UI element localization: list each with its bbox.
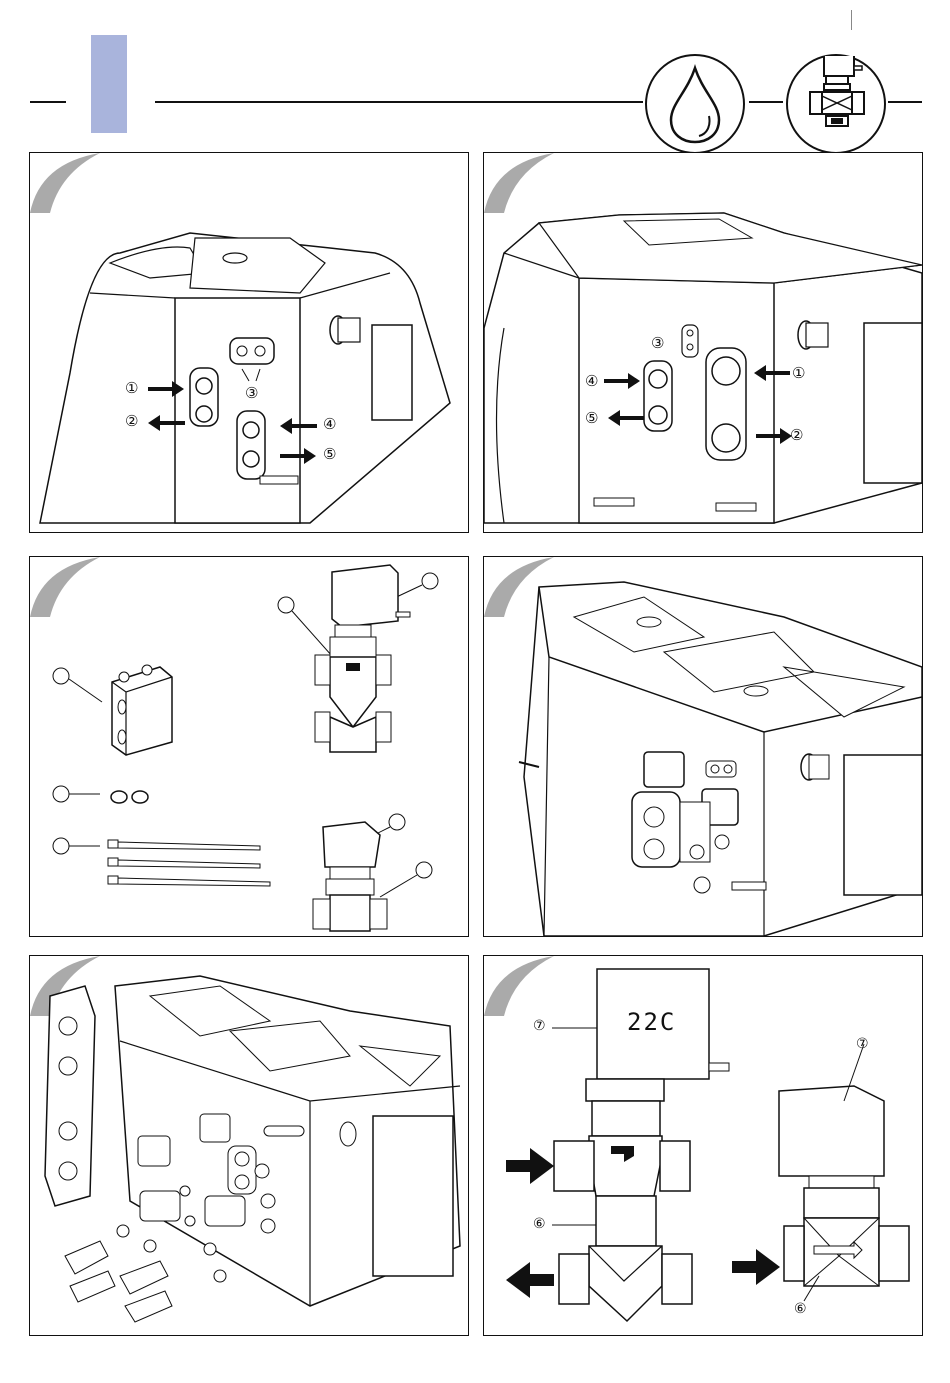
callout-6-left: ⑥ <box>533 1216 546 1232</box>
callout-5: ⑤ <box>585 409 598 427</box>
panel-valve-detail: ⑦ ⑥ ⑦ ⑥ 22C <box>483 955 923 1336</box>
diagram-connections-single <box>30 153 468 532</box>
header-rule-main <box>155 101 643 103</box>
diagram-valve-installed <box>484 557 922 936</box>
callout-1: ① <box>125 379 138 397</box>
header-rule-mid <box>749 101 783 103</box>
callout-2: ② <box>790 426 803 444</box>
callout-3: ③ <box>245 384 258 402</box>
header-rule-right <box>888 101 922 103</box>
callout-7-left: ⑦ <box>533 1018 546 1034</box>
water-drop-icon <box>645 54 745 154</box>
callout-4: ④ <box>585 372 598 390</box>
diagram-valve-detail <box>484 956 922 1335</box>
header-rule-left <box>30 101 66 103</box>
callout-4: ④ <box>323 415 336 433</box>
mixing-valve-icon <box>786 54 886 154</box>
callout-1: ① <box>792 364 805 382</box>
callout-3: ③ <box>651 334 664 352</box>
panel-valve-installed <box>483 556 923 937</box>
panel-kit-contents <box>29 556 469 937</box>
callout-5: ⑤ <box>323 445 336 463</box>
diagram-exploded-view <box>30 956 468 1335</box>
callout-2: ② <box>125 412 138 430</box>
panel-connections-single: ① ② ③ ④ ⑤ <box>29 152 469 533</box>
panel-connections-double: ① ② ③ ④ ⑤ <box>483 152 923 533</box>
diagram-kit-contents <box>30 557 468 936</box>
callout-7-right: ⑦ <box>856 1036 869 1052</box>
margin-mark <box>851 10 852 30</box>
panel-exploded-view <box>29 955 469 1336</box>
section-tab <box>91 35 127 133</box>
callout-6-right: ⑥ <box>794 1301 807 1317</box>
diagram-connections-double <box>484 153 922 532</box>
valve-display-text: 22C <box>627 1008 676 1036</box>
